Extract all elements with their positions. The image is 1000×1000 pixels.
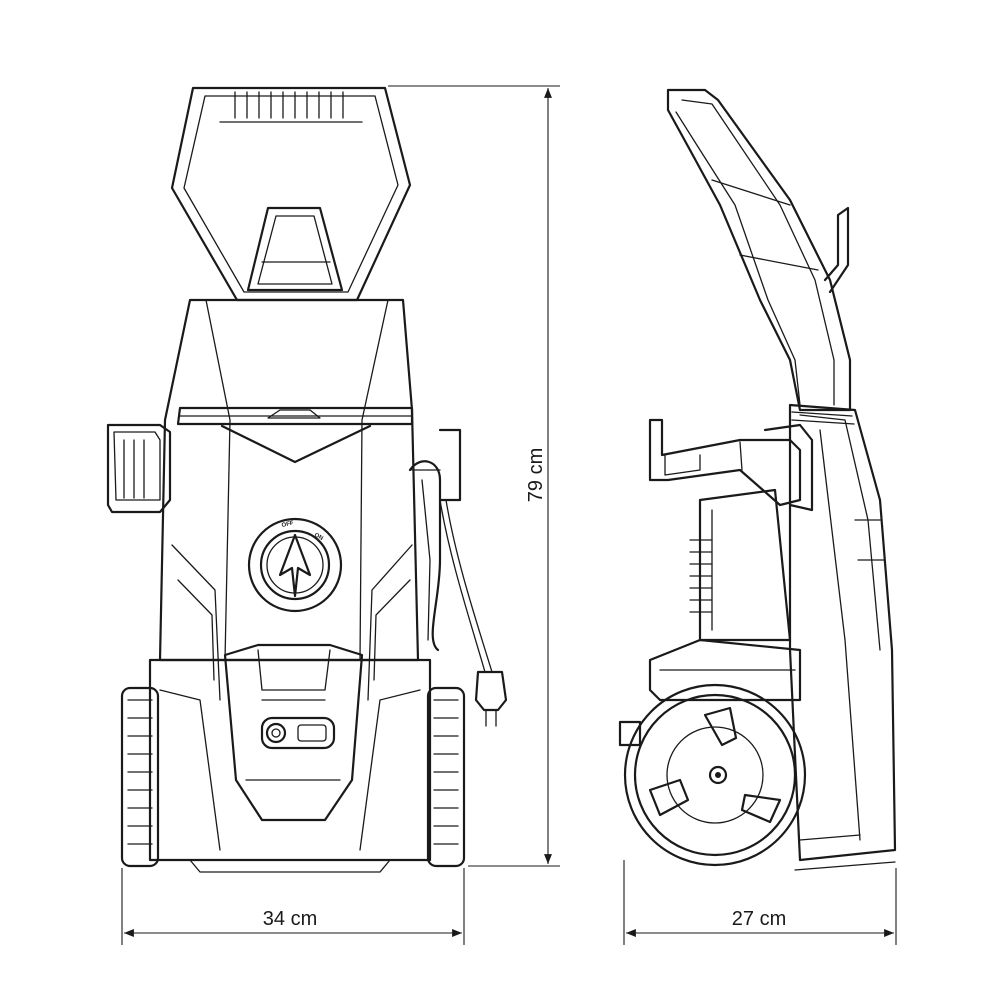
front-right-wheel [426,686,466,868]
front-left-holder [106,423,172,514]
pressure-dial[interactable]: OFF ON [247,517,343,613]
side-wheel [623,683,896,871]
width-label: 34 cm [263,908,317,930]
front-base [148,658,432,873]
front-right-hook-and-cable [408,428,508,727]
front-body [158,298,420,701]
side-view [618,88,897,871]
front-lower-panel [223,643,364,822]
depth-label: 27 cm [732,908,786,930]
dimension-lines [121,85,897,945]
dial-label-on: ON [313,532,324,542]
front-handle [170,86,412,302]
dial-label-off: OFF [281,521,294,529]
side-gun-holder [648,418,814,512]
height-label: 79 cm [525,448,547,502]
front-left-wheel [120,686,160,868]
side-handle [666,88,852,412]
front-view: OFF ON [106,86,508,873]
side-body [788,403,897,862]
